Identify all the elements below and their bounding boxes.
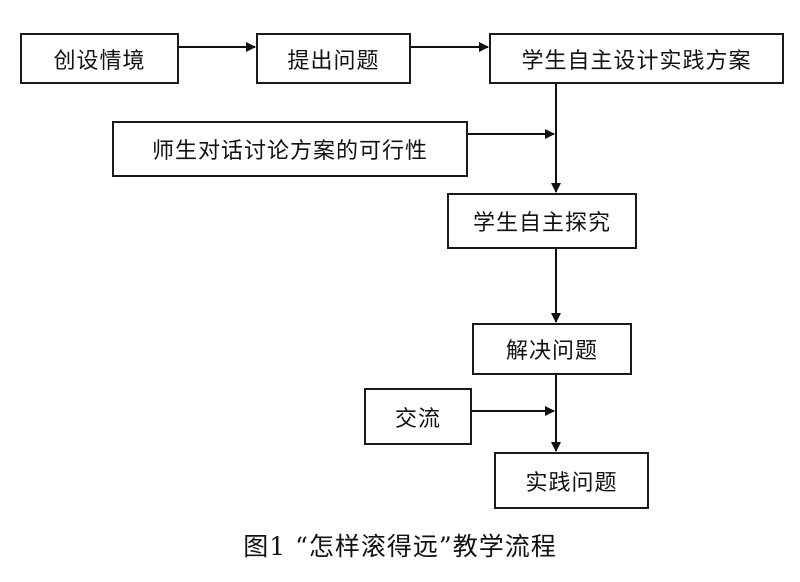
- node-student-explore: 学生自主探究: [447, 193, 637, 249]
- node-dialogue: 师生对话讨论方案的可行性: [112, 121, 468, 177]
- node-create-context: 创设情境: [20, 33, 179, 84]
- node-raise-question: 提出问题: [256, 33, 411, 84]
- figure-caption: 图1 “怎样滚得远”教学流程: [243, 532, 557, 561]
- node-student-design: 学生自主设计实践方案: [489, 33, 784, 84]
- node-solve-problem: 解决问题: [472, 323, 632, 375]
- node-practice-problem: 实践问题: [494, 452, 649, 509]
- node-exchange: 交流: [364, 388, 472, 445]
